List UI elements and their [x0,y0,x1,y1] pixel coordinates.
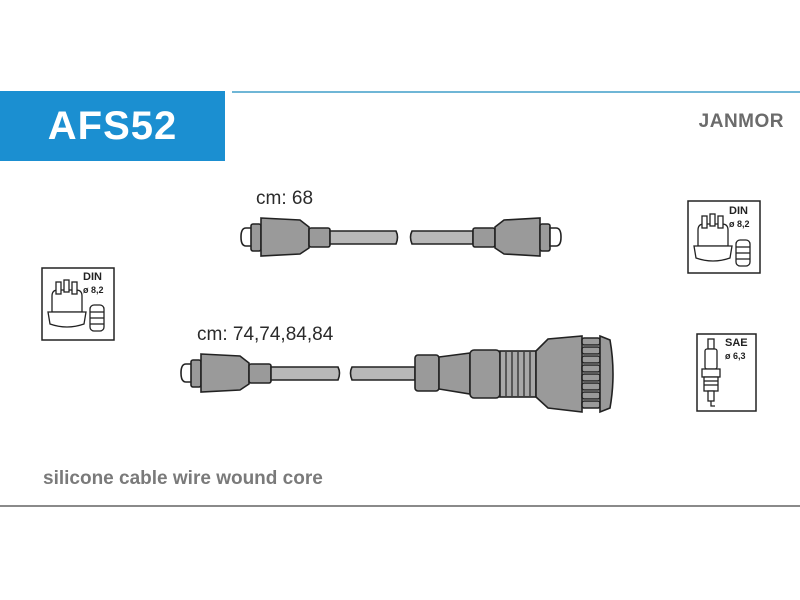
ring-left [250,223,262,252]
distributor-connector-spec-right [687,200,761,274]
spark-plug-icon [701,338,721,407]
ring-left [190,359,202,388]
terminal-right [549,227,562,247]
connector-diameter-label: ø 8,2 [83,285,104,295]
brand-name: JANMOR [698,111,784,132]
connector-diameter-label: ø 6,3 [725,351,746,361]
neck-right [472,227,496,248]
neck-left [248,363,272,384]
distributor-cap-icon [47,279,87,328]
connector-standard-label: DIN [729,205,748,217]
footer-rule [0,505,800,507]
spark-plug-boot [535,335,583,413]
wire-right [349,366,416,381]
cable-length-label: cm: 74,74,84,84 [197,324,334,345]
cable-description: silicone cable wire wound core [43,468,323,489]
boot-icon [89,304,105,332]
part-number-banner: AFS52 [0,91,225,161]
boot-left [200,353,250,393]
collar-right [469,349,501,399]
boot-grip-ridges [581,334,614,414]
boot-left [260,217,310,257]
distributor-cap-icon [693,213,733,262]
terminal-left [240,227,253,247]
connector-diameter-label: ø 8,2 [729,219,750,229]
ignition-cable-short [240,217,562,257]
part-number: AFS52 [47,103,178,148]
wire-right [409,230,474,245]
distributor-connector-spec-left [41,267,115,341]
boot-right [494,217,541,257]
neck-right [414,354,440,392]
terminal-left [180,363,193,383]
wire-left [329,230,399,245]
connector-standard-label: SAE [725,337,748,349]
wire-left [270,366,341,381]
ignition-cable-long [180,334,614,414]
spark-plug-connector-spec [696,333,757,412]
cable-length-label: cm: 68 [256,188,314,209]
ring-right [539,223,551,252]
taper-right [438,352,471,395]
connector-standard-label: DIN [83,271,102,283]
neck-left [308,227,331,248]
boot-icon [735,239,751,267]
header-rule [232,91,800,93]
